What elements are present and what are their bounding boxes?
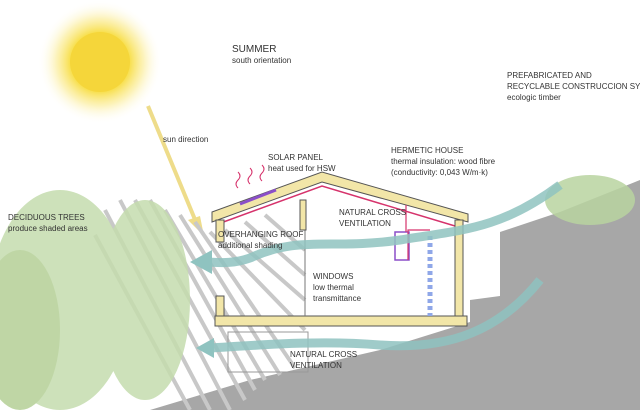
airflow-arrowhead	[196, 338, 214, 358]
sun-icon	[38, 0, 162, 124]
hillside-terrain	[150, 180, 640, 410]
airflow-arrows	[204, 181, 563, 353]
sun-direction-label: sun direction	[163, 135, 209, 144]
house-section	[211, 164, 469, 373]
deciduous-trees	[0, 175, 635, 410]
heat-waves-icon	[235, 164, 265, 189]
airflow-arrowhead	[190, 250, 212, 274]
solar-panel	[239, 188, 277, 206]
